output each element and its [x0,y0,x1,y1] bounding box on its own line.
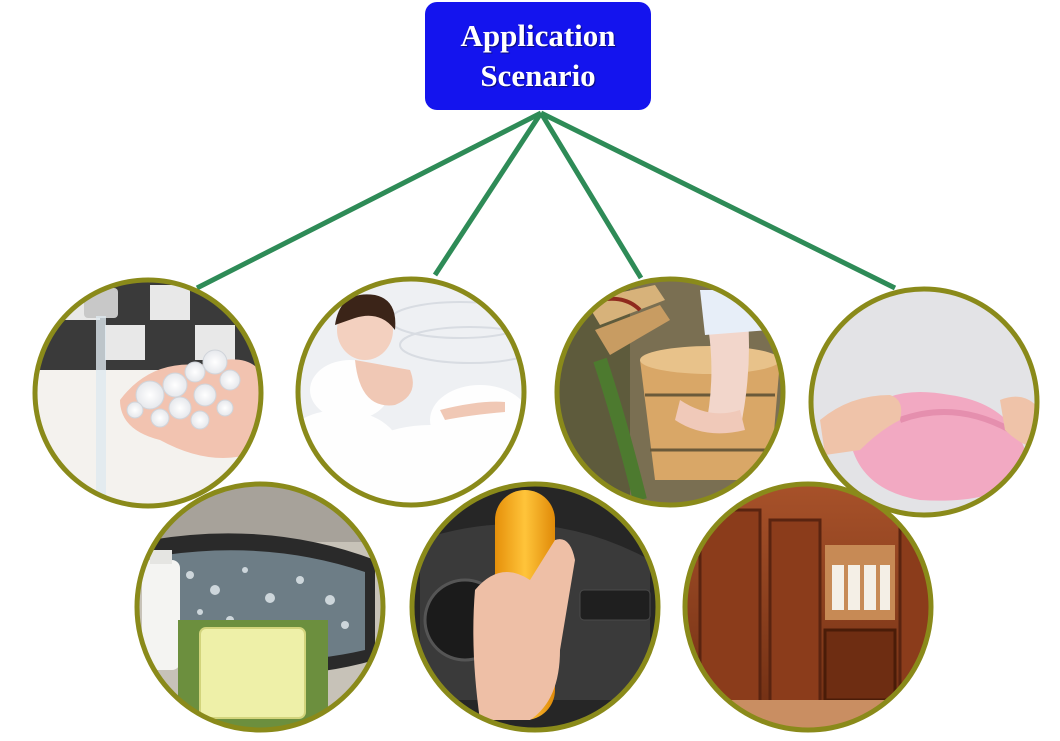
circle-frame [134,481,386,733]
title-box: Application Scenario [425,2,651,110]
connector-line [539,110,897,291]
circle-frame [808,286,1040,518]
circle-frame [682,481,934,733]
circle-frame [409,481,661,733]
connector-line [195,110,543,291]
washing-hands-photo [32,277,264,509]
wardrobe-photo [682,481,934,733]
car-dashboard-soap-photo [409,481,661,733]
connector-line [538,111,644,280]
car-mirror-soap-photo [134,481,386,733]
circle-frame [295,276,527,508]
pink-slipper-photo [808,286,1040,518]
circle-frame [32,277,264,509]
bubble-bath-photo [295,276,527,508]
connector-lines [195,110,897,291]
title-line-2: Scenario [480,58,596,93]
title-line-1: Application [460,18,616,53]
circle-frame [554,276,786,508]
connector-line [432,111,544,277]
foot-soak-photo [554,276,786,508]
